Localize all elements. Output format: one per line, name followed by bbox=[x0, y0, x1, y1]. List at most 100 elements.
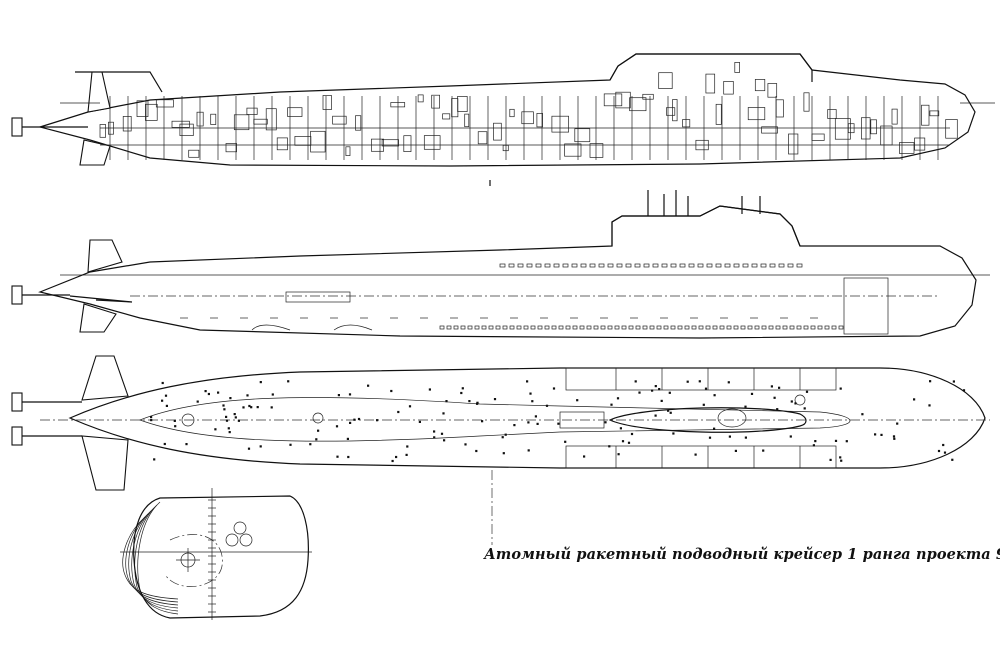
limber-hole bbox=[747, 325, 753, 330]
machinery-block bbox=[880, 125, 893, 146]
machinery-block bbox=[210, 113, 217, 125]
limber-hole bbox=[740, 325, 746, 330]
machinery-block bbox=[629, 97, 647, 112]
machinery-block bbox=[477, 131, 488, 145]
deck-fitting bbox=[395, 455, 398, 459]
limber-hole bbox=[760, 263, 767, 268]
machinery-block bbox=[136, 100, 149, 117]
limber-hole bbox=[517, 263, 524, 268]
deck-fitting bbox=[552, 387, 556, 390]
plan-lower-fin bbox=[81, 435, 129, 491]
machinery-block bbox=[672, 99, 678, 122]
deck-fitting bbox=[165, 404, 168, 407]
deck-fitting bbox=[669, 411, 672, 414]
body-plan-tick-marks bbox=[208, 499, 216, 613]
limber-hole bbox=[754, 325, 760, 330]
deck-fitting bbox=[287, 380, 290, 383]
deck-fitting bbox=[834, 439, 838, 442]
limber-hole bbox=[803, 325, 809, 330]
limber-hole bbox=[509, 325, 515, 330]
elevation-panel-2 bbox=[843, 277, 889, 335]
elevation-fairing-2 bbox=[333, 324, 373, 331]
limber-hole bbox=[495, 325, 501, 330]
machinery-block bbox=[287, 107, 303, 117]
deck-fitting bbox=[840, 459, 843, 462]
deck-fitting bbox=[634, 380, 637, 383]
deck-fitting bbox=[616, 397, 620, 400]
deck-fitting bbox=[744, 436, 747, 439]
section-contour bbox=[131, 507, 179, 609]
machinery-block bbox=[381, 139, 399, 147]
plan-deck-casing bbox=[139, 397, 851, 442]
deck-fitting bbox=[204, 390, 207, 393]
drawing-caption: Атомный ракетный подводный крейсер 1 ран… bbox=[484, 546, 1000, 563]
body-plan-dashed-inner bbox=[165, 534, 223, 587]
machinery-block bbox=[457, 96, 468, 112]
deck-fitting bbox=[929, 380, 932, 383]
deck-fitting bbox=[744, 405, 747, 408]
limber-hole bbox=[698, 325, 704, 330]
machinery-block bbox=[493, 122, 502, 141]
machinery-block bbox=[246, 107, 258, 115]
limber-hole bbox=[761, 325, 767, 330]
deck-fitting bbox=[433, 430, 436, 433]
deck-fitting bbox=[440, 432, 444, 435]
machinery-block bbox=[723, 81, 734, 95]
deck-fitting bbox=[874, 433, 877, 436]
deck-fitting bbox=[667, 409, 670, 412]
plan-rudder-disk bbox=[181, 413, 195, 427]
deck-fitting bbox=[309, 443, 312, 446]
machinery-block bbox=[767, 83, 778, 98]
deck-fitting bbox=[502, 452, 505, 455]
deck-fitting bbox=[604, 421, 607, 424]
deck-fitting bbox=[259, 381, 262, 384]
deck-fitting bbox=[460, 391, 463, 395]
deck-fitting bbox=[789, 435, 792, 438]
deck-fitting bbox=[337, 394, 340, 397]
machinery-block bbox=[322, 95, 332, 110]
deck-fitting bbox=[247, 447, 251, 450]
deck-fitting bbox=[475, 449, 478, 453]
machinery-block bbox=[564, 143, 582, 157]
machinery-block bbox=[734, 62, 740, 73]
cutaway-interior-machinery bbox=[99, 62, 958, 160]
deck-fitting bbox=[271, 393, 274, 396]
limber-hole bbox=[778, 263, 785, 268]
deck-fitting bbox=[390, 389, 393, 393]
body-plan-compartment-1 bbox=[233, 521, 247, 535]
limber-hole bbox=[593, 325, 599, 330]
deck-fitting bbox=[672, 432, 675, 435]
deck-fitting bbox=[289, 443, 292, 446]
limber-hole bbox=[607, 325, 613, 330]
plan-deck-fittings bbox=[150, 380, 966, 463]
deck-fitting bbox=[943, 451, 947, 454]
machinery-block bbox=[891, 108, 898, 125]
limber-hole bbox=[789, 325, 795, 330]
machinery-block bbox=[834, 118, 851, 140]
limber-hole bbox=[634, 263, 641, 268]
deck-fitting bbox=[228, 431, 231, 434]
deck-fitting bbox=[405, 453, 408, 456]
deck-fitting bbox=[880, 433, 883, 436]
limber-hole bbox=[775, 325, 781, 330]
machinery-block bbox=[233, 114, 250, 131]
machinery-block bbox=[403, 135, 412, 152]
machinery-block bbox=[431, 94, 440, 109]
machinery-block bbox=[464, 113, 470, 128]
deck-fitting bbox=[713, 427, 716, 430]
machinery-block bbox=[265, 108, 277, 131]
limber-hole bbox=[516, 325, 522, 330]
limber-hole bbox=[621, 325, 627, 330]
plan-propeller-upper bbox=[11, 392, 23, 412]
deck-fitting bbox=[397, 410, 400, 414]
deck-fitting bbox=[608, 445, 611, 448]
elevation-limber-holes bbox=[180, 263, 844, 330]
machinery-block bbox=[775, 99, 784, 118]
deck-fitting bbox=[391, 459, 394, 463]
deck-fitting bbox=[534, 415, 537, 418]
limber-hole bbox=[474, 325, 480, 330]
machinery-block bbox=[188, 149, 200, 158]
machinery-block bbox=[705, 73, 716, 94]
machinery-block bbox=[574, 128, 591, 143]
